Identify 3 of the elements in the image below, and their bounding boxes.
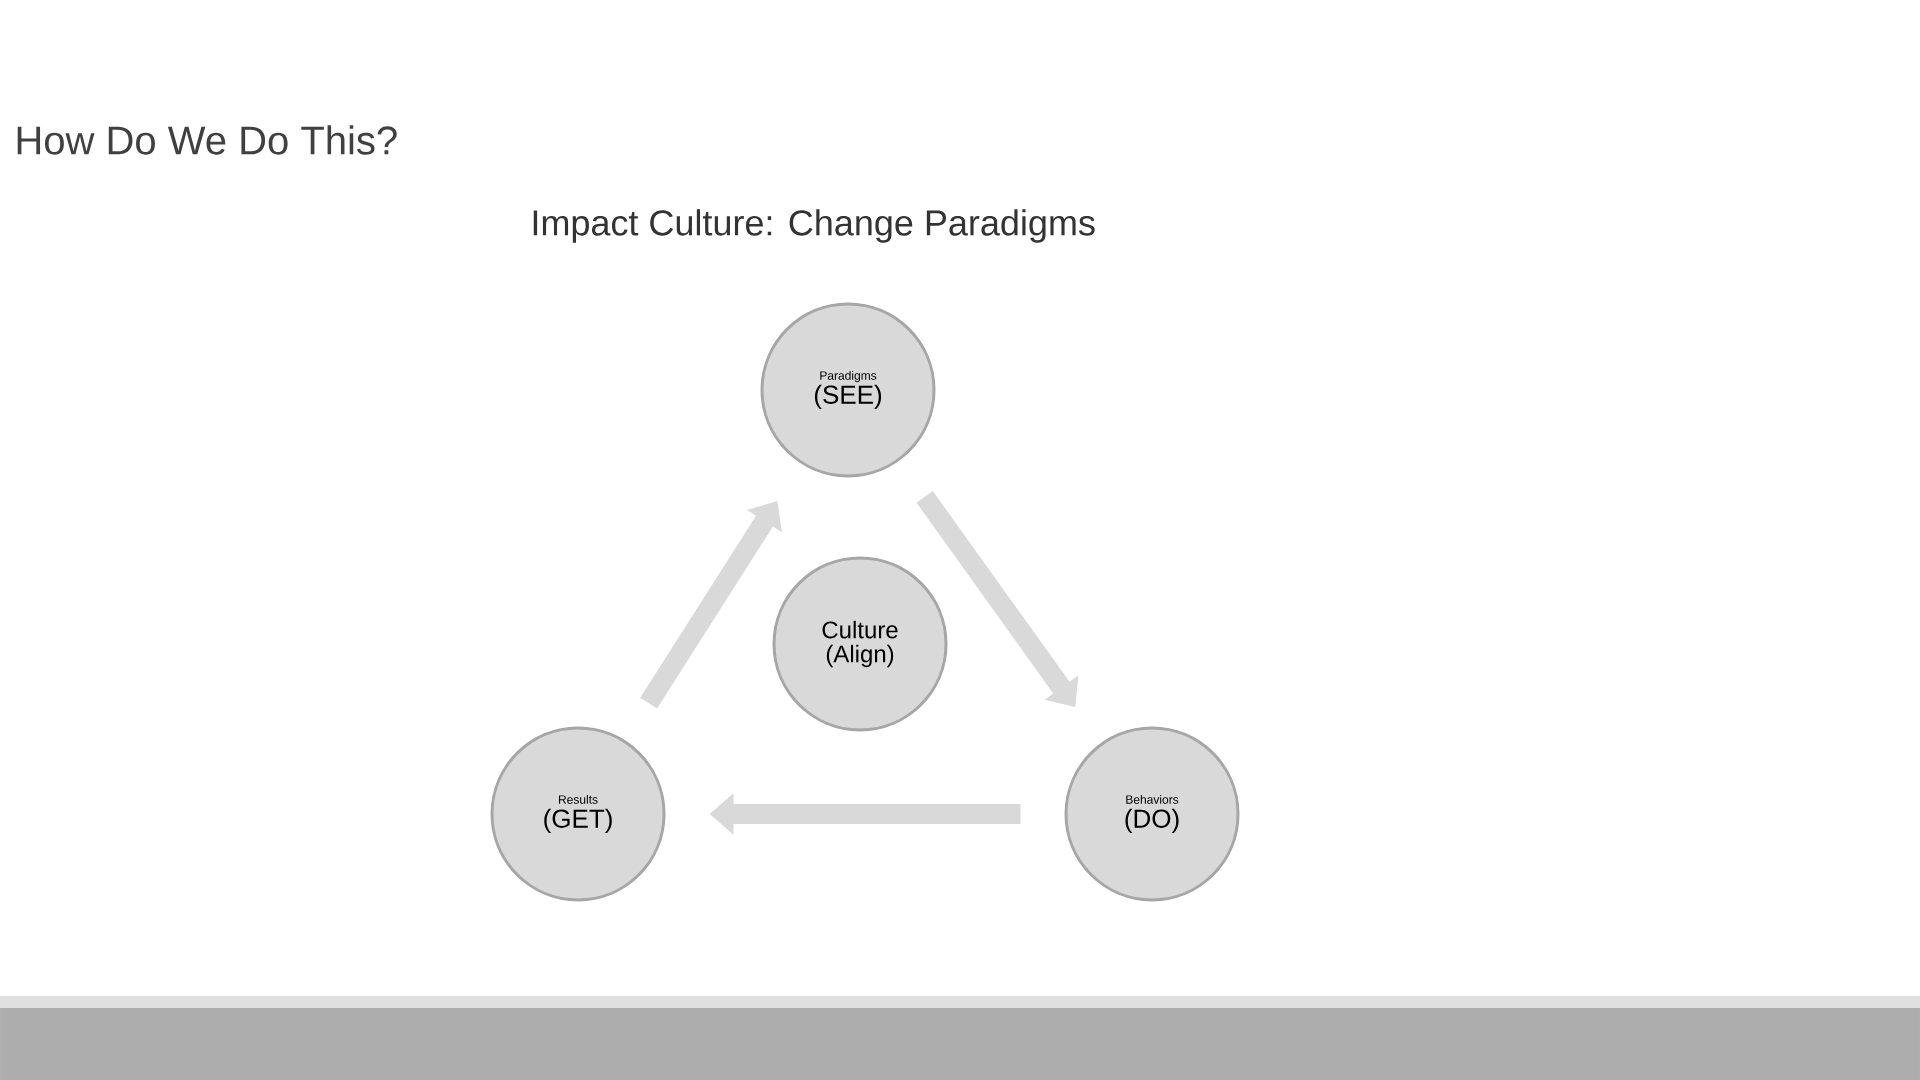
title: How Do We Do This? <box>17 125 397 155</box>
subtitle: Impact Culture: Change Paradigms <box>533 209 1095 243</box>
circle-node: Culture (Align) <box>772 556 948 732</box>
